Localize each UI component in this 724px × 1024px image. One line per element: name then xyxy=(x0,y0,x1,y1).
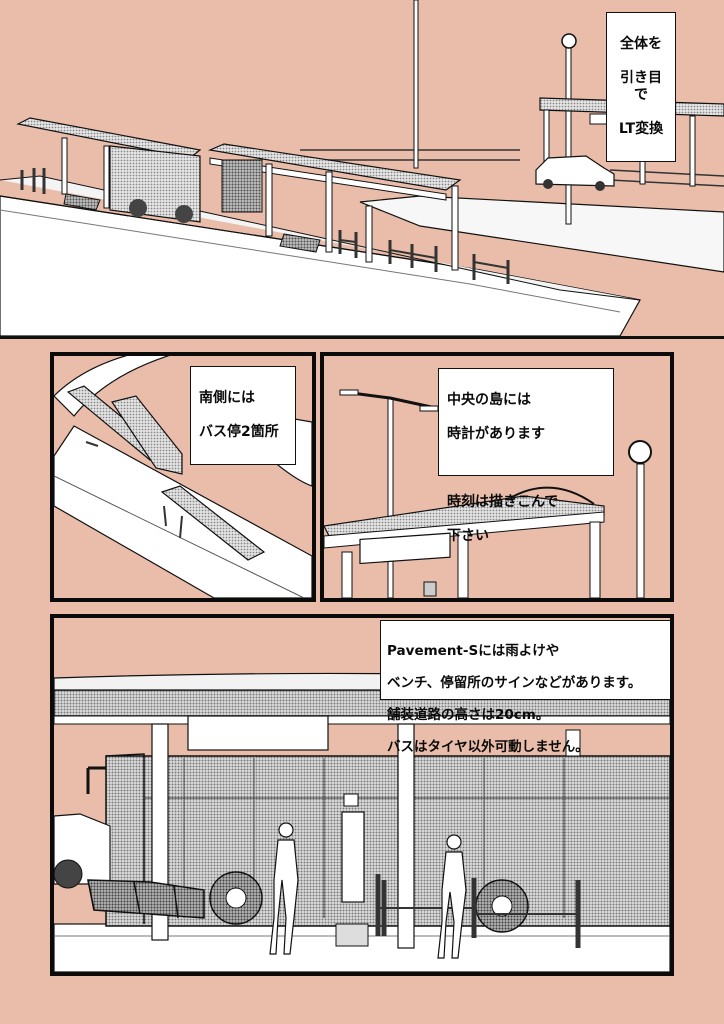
central-island-illustration xyxy=(324,389,652,598)
figure-female xyxy=(437,834,467,959)
caption-line: バス停2箇所 xyxy=(199,424,279,440)
caption-bus-stop-detail: Pavement-Sには雨よけや ベンチ、停留所のサインなどがあります。 舗装道… xyxy=(380,620,670,755)
caption-spacer xyxy=(447,460,605,477)
figure-male xyxy=(269,822,299,955)
caption-line: バスはタイヤ以外可動しません。 xyxy=(387,739,589,755)
island-platform xyxy=(359,195,724,273)
caption-central-island: 中央の島には 時計があります 時刻は描きこんで 下さい xyxy=(438,368,614,544)
caption-line: 南側には xyxy=(199,390,255,406)
overview-illustration xyxy=(0,0,724,336)
caption-line: LT変換 xyxy=(618,121,664,137)
shelter-pillar xyxy=(397,723,415,949)
panel-overview: 全体を 引き目で LT変換 xyxy=(0,0,724,336)
clock-pole xyxy=(565,47,572,225)
panel-divider xyxy=(0,336,724,339)
caption-line: 舗装道路の高さは20cm。 xyxy=(387,707,550,723)
caption-overview: 全体を 引き目で LT変換 xyxy=(606,12,676,162)
caption-line: ベンチ、停留所のサインなどがあります。 xyxy=(387,675,642,691)
caption-line: 全体を xyxy=(620,36,662,52)
clock-icon xyxy=(628,440,652,464)
stop-sign-board xyxy=(187,715,329,751)
clock-pole xyxy=(636,463,645,598)
bus xyxy=(111,395,183,475)
caption-line: 時計があります xyxy=(447,426,545,442)
shelter-roof-left xyxy=(16,117,202,159)
panel-south-stops: 南側には バス停2箇所 xyxy=(50,352,316,602)
caption-line: Pavement-Sには雨よけや xyxy=(387,643,560,659)
caption-line: 中央の島には xyxy=(447,392,531,408)
stop-sign-pole xyxy=(341,811,365,903)
caption-line: 時刻は描きこんで xyxy=(447,494,559,510)
caption-south-stops: 南側には バス停2箇所 xyxy=(190,366,296,465)
clock-icon xyxy=(561,33,577,49)
panel-bus-stop-detail: Pavement-Sには雨よけや ベンチ、停留所のサインなどがあります。 舗装道… xyxy=(50,614,674,976)
caption-line: 引き目で xyxy=(620,70,662,103)
shelter-roof-center xyxy=(207,143,462,191)
panel-central-island: 中央の島には 時計があります 時刻は描きこんで 下さい xyxy=(320,352,674,602)
caption-line: 下さい xyxy=(447,528,489,544)
shelter-roof xyxy=(160,485,266,561)
